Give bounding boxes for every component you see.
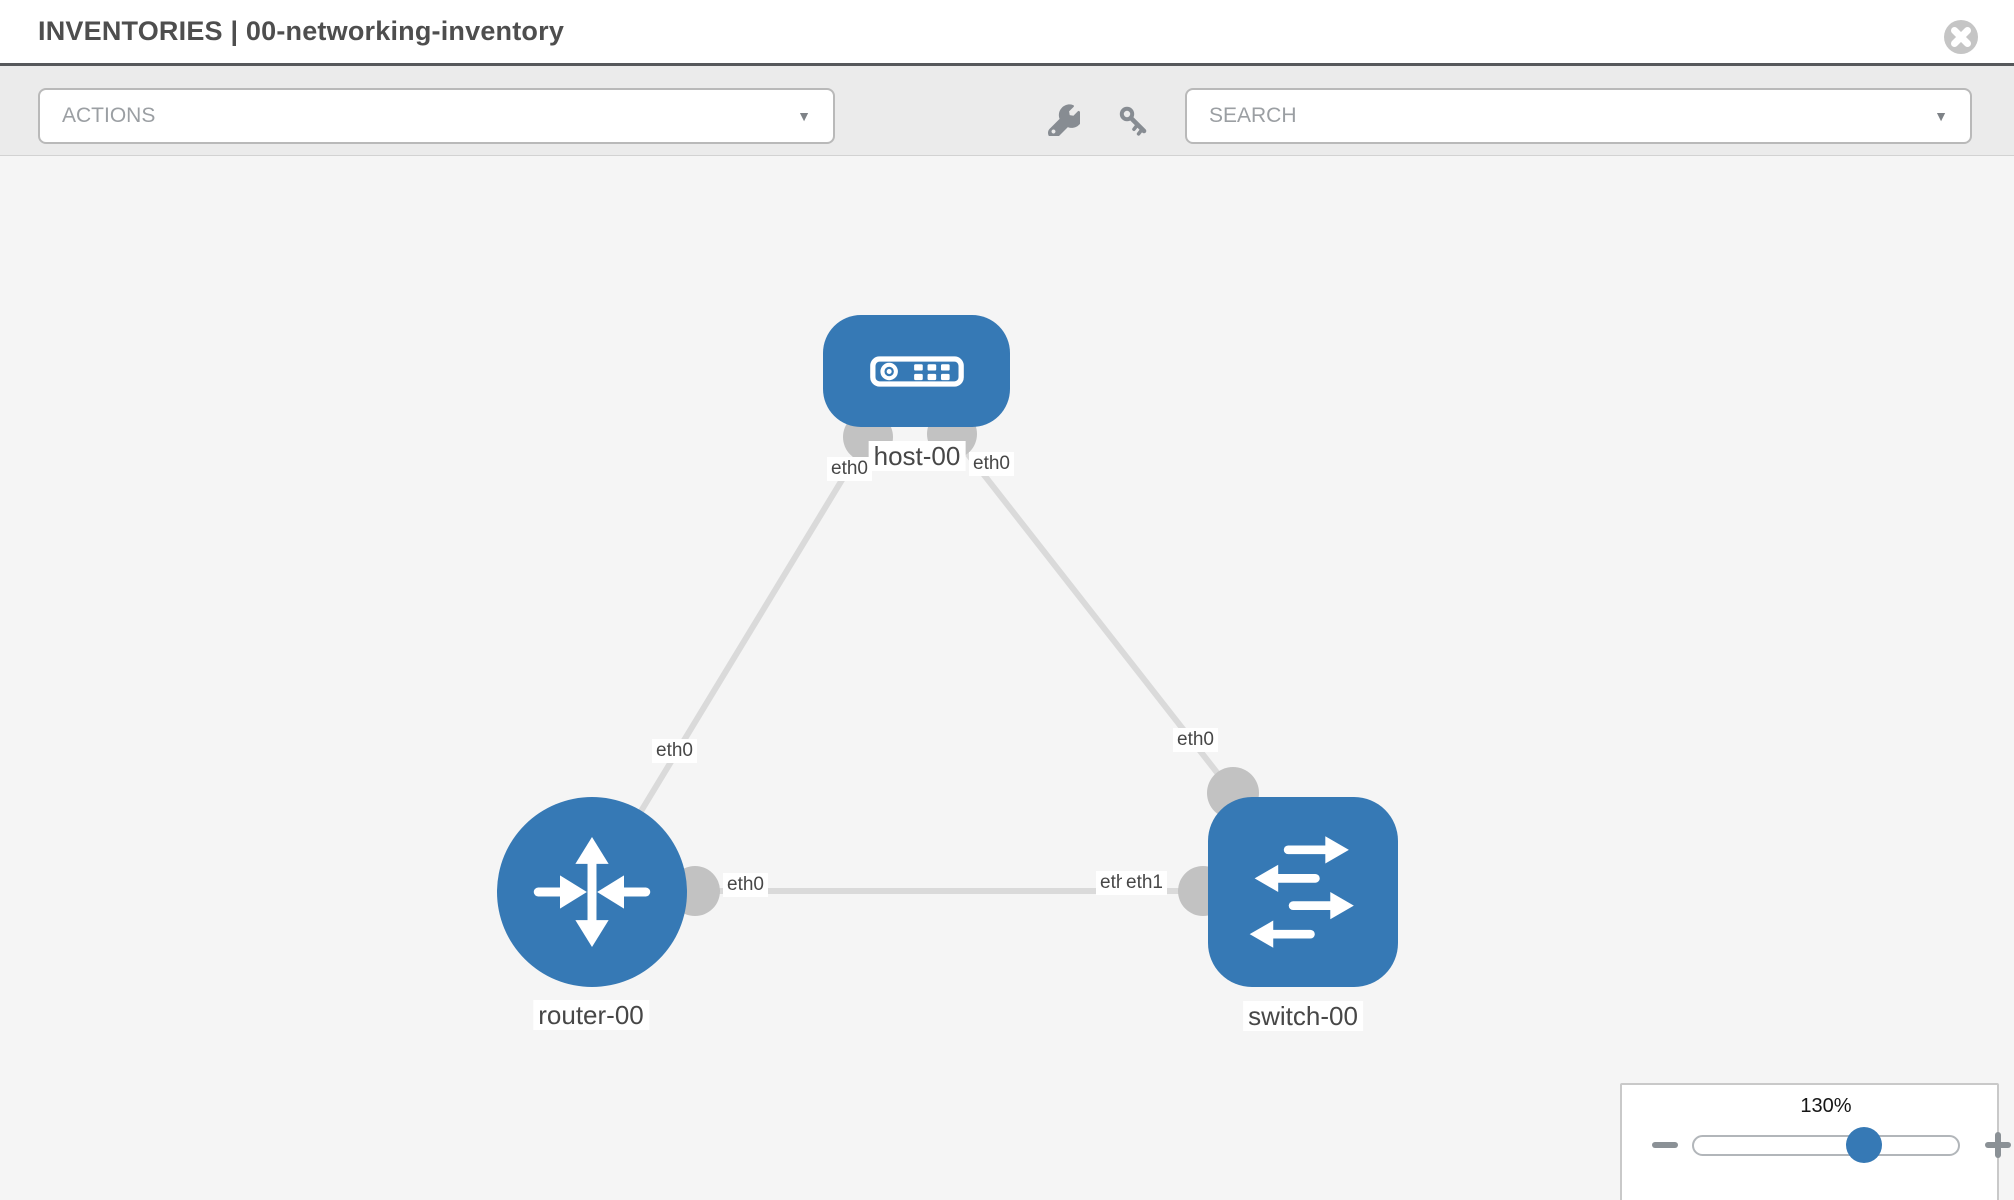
topology-links [589,432,1236,894]
header: INVENTORIES | 00-networking-inventory [0,0,2014,63]
wrench-icon [1048,103,1082,139]
topology-canvas[interactable]: host-00 router-00 switch-00 eth0 eth0 et… [0,156,2014,1200]
toolbar: ACTIONS ▼ SEARCH ▼ [0,63,2014,156]
node-label-host: host-00 [868,441,966,471]
host-icon [869,355,964,387]
key-icon [1119,106,1147,136]
interface-label: eth0 [1173,728,1218,752]
caret-down-icon: ▼ [1934,108,1948,124]
page-title: INVENTORIES | 00-networking-inventory [38,16,565,46]
caret-down-icon: ▼ [797,108,811,124]
zoom-panel: 130% [1620,1083,2011,1200]
zoom-in-button[interactable] [1985,1132,2011,1158]
circle-x-icon [1944,20,1978,54]
zoom-slider-thumb[interactable] [1846,1127,1882,1163]
interface-label: eth1 [1122,871,1167,895]
key-button[interactable] [1115,103,1151,139]
interface-label: eth0 [723,873,768,897]
zoom-slider[interactable] [1692,1135,1960,1156]
zoom-level-value: 130% [1800,1095,1852,1117]
switch-icon [1249,836,1354,948]
node-switch-00[interactable] [1208,797,1398,987]
search-dropdown-label: SEARCH [1209,104,1297,127]
zoom-out-button[interactable] [1652,1142,1678,1148]
wrench-button[interactable] [1046,103,1082,139]
node-label-router: router-00 [533,1000,649,1030]
interface-label: eth0 [969,452,1014,476]
close-button[interactable] [1943,19,1979,55]
node-router-00[interactable] [497,797,687,987]
node-host-00[interactable] [823,315,1010,427]
actions-dropdown[interactable]: ACTIONS ▼ [38,88,835,144]
search-dropdown[interactable]: SEARCH ▼ [1185,88,1972,144]
interface-label: eth0 [652,739,697,763]
interface-label: eth0 [827,457,872,481]
actions-dropdown-label: ACTIONS [62,104,156,127]
router-icon [533,836,651,948]
node-label-switch: switch-00 [1243,1001,1363,1031]
